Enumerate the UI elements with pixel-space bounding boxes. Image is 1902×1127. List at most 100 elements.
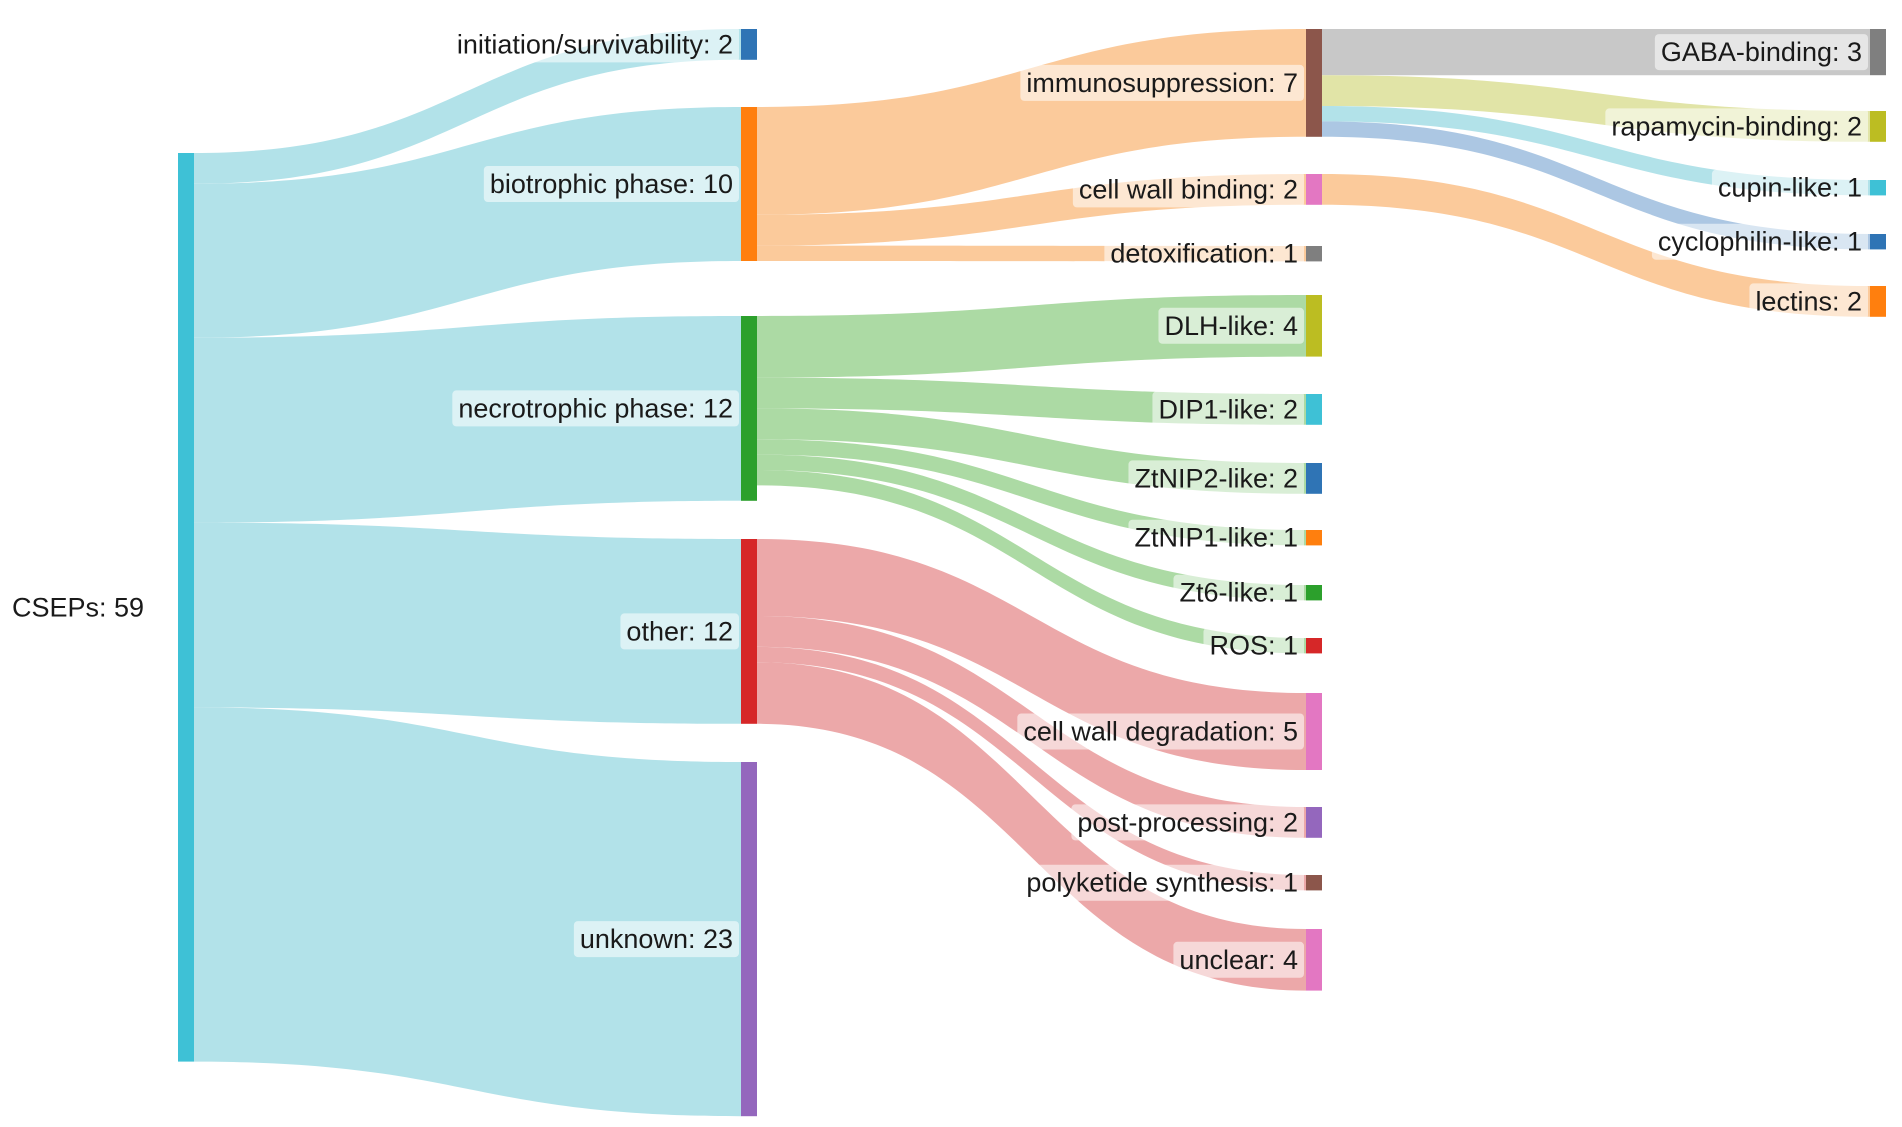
link-immunosuppression-to-cyclophilin (1322, 121, 1870, 250)
label-background (1605, 108, 1868, 145)
link-necrotrophic-to-ros (757, 470, 1306, 654)
node-label-group-immunosuppression: immunosuppression: 7 (1020, 64, 1304, 101)
node-label-group-unclear: unclear: 4 (1173, 941, 1304, 978)
node-label-group-polyketide: polyketide synthesis: 1 (1020, 864, 1304, 901)
node-label-group-lectins: lectins: 2 (1749, 283, 1868, 320)
node-label-group-unknown: unknown: 23 (573, 921, 739, 958)
node-label-group-ztnip1: ZtNIP1-like: 1 (1128, 519, 1304, 556)
label-background (452, 390, 739, 427)
node-immunosuppression (1306, 29, 1322, 137)
node-label-cellwallbinding: cell wall binding: 2 (1079, 174, 1298, 204)
link-necrotrophic-to-zt6 (757, 454, 1306, 601)
link-other-to-polyketide (757, 646, 1306, 891)
node-label-group-ztnip2: ZtNIP2-like: 2 (1128, 460, 1304, 497)
link-necrotrophic-to-ztnip1 (757, 439, 1306, 546)
node-label-group-ros: ROS: 1 (1203, 627, 1304, 664)
node-label-dip1: DIP1-like: 2 (1158, 394, 1298, 424)
node-cupin (1870, 180, 1886, 196)
node-label-group-cupin: cupin-like: 1 (1711, 169, 1868, 206)
node-detoxification (1306, 246, 1322, 262)
node-label-unclear: unclear: 4 (1179, 945, 1298, 975)
node-label-ztnip2: ZtNIP2-like: 2 (1134, 463, 1298, 493)
link-other-to-unclear (757, 662, 1306, 991)
node-dip1 (1306, 394, 1322, 425)
node-cyclophilin (1870, 234, 1886, 250)
node-label-gaba: GABA-binding: 3 (1661, 37, 1862, 67)
node-label-cupin: cupin-like: 1 (1718, 173, 1862, 203)
node-cellwallbinding (1306, 174, 1322, 205)
label-background (1152, 391, 1304, 428)
node-cellwalldeg (1306, 693, 1322, 770)
label-background (483, 166, 739, 202)
node-label-ztnip1: ZtNIP1-like: 1 (1134, 523, 1298, 553)
node-ros (1306, 638, 1322, 654)
node-necrotrophic (741, 316, 757, 501)
label-background (1173, 574, 1304, 611)
node-label-group-cellwallbinding: cell wall binding: 2 (1072, 171, 1304, 208)
node-label-postprocessing: post-processing: 2 (1077, 807, 1298, 837)
label-background (1173, 941, 1304, 978)
node-label-group-cellwalldeg: cell wall degradation: 5 (1017, 713, 1304, 750)
label-background (1654, 34, 1868, 71)
node-label-group-other: other: 12 (620, 613, 739, 650)
node-lectins (1870, 286, 1886, 317)
node-label-other: other: 12 (626, 616, 733, 646)
node-initiation (741, 29, 757, 60)
node-ztnip1 (1306, 530, 1322, 546)
node-label-unknown: unknown: 23 (580, 924, 733, 954)
node-label-group-postprocessing: post-processing: 2 (1071, 804, 1304, 841)
node-label-necrotrophic: necrotrophic phase: 12 (458, 393, 733, 423)
link-other-to-cellwalldeg (757, 539, 1306, 770)
node-label-group-detoxification: detoxification: 1 (1104, 235, 1304, 272)
node-biotrophic (741, 107, 757, 261)
node-label-rapamycin: rapamycin-binding: 2 (1611, 111, 1862, 141)
node-label-group-biotrophic: biotrophic phase: 10 (483, 166, 739, 202)
link-cellwallbinding-to-lectins (1322, 174, 1870, 317)
node-polyketide (1306, 875, 1322, 891)
node-label-group-necrotrophic: necrotrophic phase: 12 (452, 390, 739, 427)
node-label-zt6: Zt6-like: 1 (1179, 578, 1298, 608)
label-background (1072, 171, 1304, 208)
node-ztnip2 (1306, 463, 1322, 494)
node-label-polyketide: polyketide synthesis: 1 (1026, 868, 1298, 898)
node-label-cellwalldeg: cell wall degradation: 5 (1023, 717, 1298, 747)
label-background (1104, 235, 1304, 272)
link-cseps-to-initiation (194, 29, 741, 184)
label-background (1071, 804, 1304, 841)
node-other (741, 539, 757, 724)
link-cseps-to-biotrophic (194, 107, 741, 338)
node-label-group-rapamycin: rapamycin-binding: 2 (1605, 108, 1868, 145)
node-label-group-zt6: Zt6-like: 1 (1173, 574, 1304, 611)
label-background (620, 613, 739, 650)
label-background (1203, 627, 1304, 664)
node-cseps (178, 153, 194, 1062)
sankey-nodes (178, 29, 1886, 1117)
label-background (1651, 223, 1868, 260)
label-background (1128, 519, 1304, 556)
sankey-links (194, 29, 1870, 1117)
sankey-labels: CSEPs: 59 initiation/survivability: 2 biot… (12, 26, 1868, 978)
node-label-group-dip1: DIP1-like: 2 (1152, 391, 1304, 428)
node-unknown (741, 762, 757, 1117)
node-gaba (1870, 29, 1886, 76)
label-background (1128, 460, 1304, 497)
node-label-ros: ROS: 1 (1209, 631, 1298, 661)
node-zt6 (1306, 585, 1322, 601)
node-rapamycin (1870, 111, 1886, 142)
node-postprocessing (1306, 807, 1322, 838)
label-background (1020, 864, 1304, 901)
label-background (573, 921, 739, 958)
node-label-lectins: lectins: 2 (1755, 286, 1862, 316)
link-cseps-to-unknown (194, 707, 741, 1117)
node-label-group-dlh: DLH-like: 4 (1158, 307, 1304, 344)
node-label-group-cyclophilin: cyclophilin-like: 1 (1651, 223, 1868, 260)
node-label-biotrophic: biotrophic phase: 10 (490, 169, 733, 199)
node-label-immunosuppression: immunosuppression: 7 (1026, 68, 1298, 98)
node-unclear (1306, 929, 1322, 991)
label-background (1749, 283, 1868, 320)
node-label-group-gaba: GABA-binding: 3 (1654, 34, 1868, 71)
node-label-initiation: initiation/survivability: 2 (457, 29, 733, 59)
node-label-group-cseps: CSEPs: 59 (12, 592, 144, 622)
label-background (1017, 713, 1304, 750)
